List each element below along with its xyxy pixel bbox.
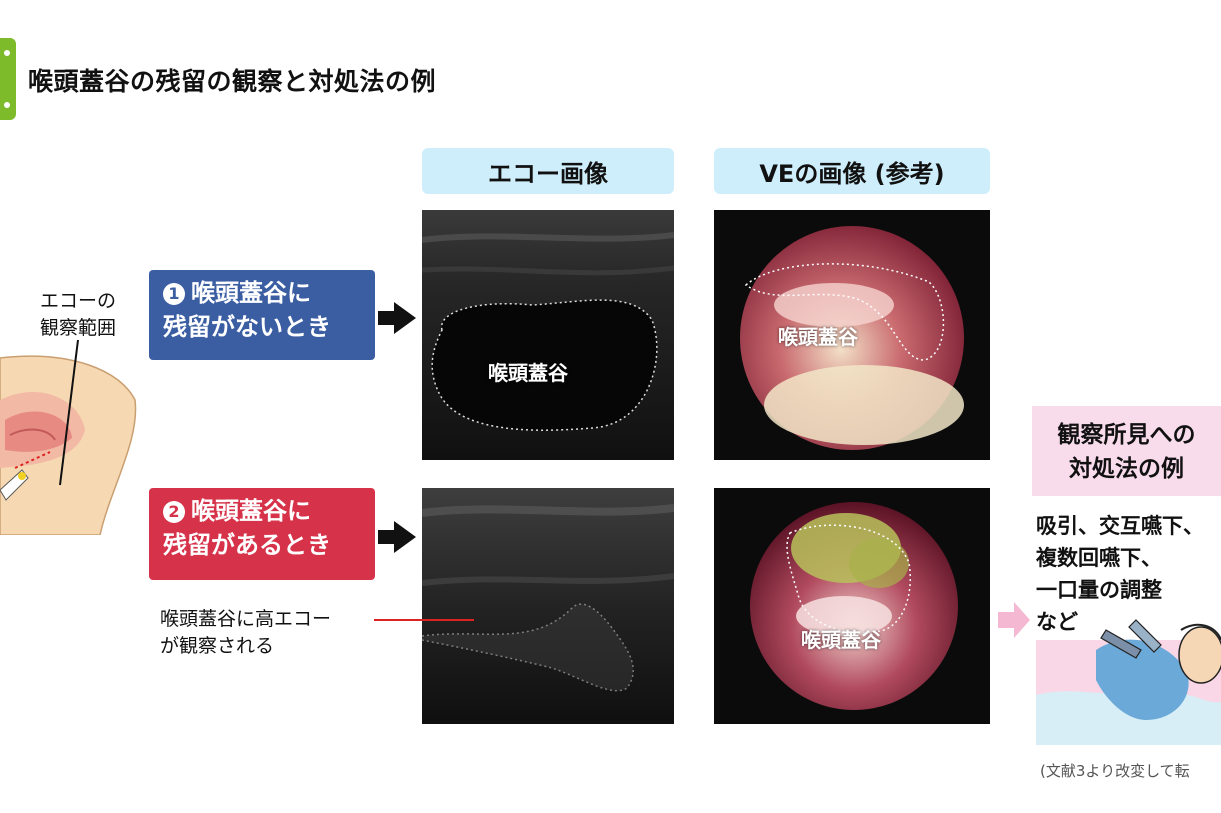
ve1-label: 喉頭蓋谷 [778, 325, 858, 349]
ve-image-header: VEの画像 (参考) [714, 148, 990, 194]
case2-arrow [378, 530, 396, 544]
case2-number: 2 [163, 501, 185, 523]
observation-range-label: エコーの 観察範囲 [40, 290, 117, 339]
findings-header: 観察所見への 対処法の例 [1032, 406, 1221, 496]
patient-illustration [1036, 619, 1221, 745]
echo-note: 喉頭蓋谷に高エコー が観察される [160, 608, 332, 657]
probe-line [59, 340, 79, 486]
echo1-label: 喉頭蓋谷 [488, 361, 568, 385]
citation: (文献3より改変して転 [1040, 762, 1190, 780]
case2-arrow-head [394, 521, 416, 553]
echo-note-pointer [374, 619, 474, 621]
ve-image-residue [714, 488, 990, 724]
neck-illustration [0, 340, 137, 535]
case1-arrow [378, 311, 396, 325]
page-title: 喉頭蓋谷の残留の観察と対処法の例 [28, 67, 437, 96]
findings-arrow [998, 602, 1030, 638]
title-accent-bar [0, 38, 16, 120]
ve-image-no-residue [714, 210, 990, 460]
ve2-label: 喉頭蓋谷 [801, 628, 881, 652]
echo-image-header: エコー画像 [422, 148, 674, 194]
countermeasures-list: 吸引、交互嚥下、 複数回嚥下、 一口量の調整 など [1036, 514, 1204, 634]
case1-number: 1 [163, 283, 185, 305]
echo-image-residue [422, 488, 674, 724]
echo-image-no-residue [422, 210, 674, 460]
case1-arrow-head [394, 302, 416, 334]
